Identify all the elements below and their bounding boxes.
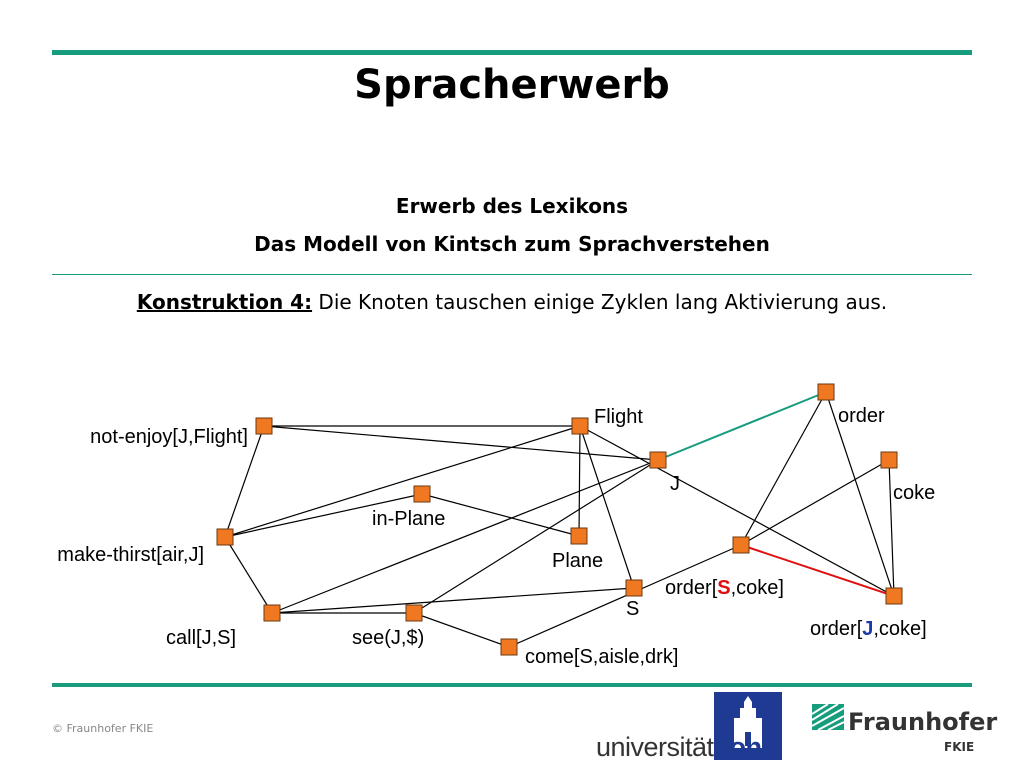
edge-make_thirst-call [224, 536, 273, 614]
node-label-call: call[J,S] [166, 627, 236, 649]
edge-flight-order_j [579, 425, 895, 597]
node-label-s: S [626, 598, 639, 620]
uni-wordmark-regular: universität [596, 732, 714, 762]
subtitle-lexicon: Erwerb des Lexikons [395, 194, 629, 218]
construction-statement: Konstruktion 4: Die Knoten tauschen eini… [0, 290, 1024, 314]
node-come [500, 638, 518, 656]
subtitle-kintsch-model: Das Modell von Kintsch zum Sprachversteh… [254, 232, 770, 256]
node-label-in-plane: in-Plane [372, 508, 445, 530]
node-label-coke: coke [893, 482, 935, 504]
node-make-thirst [216, 528, 234, 546]
node-label-come: come[S,aisle,drk] [525, 646, 678, 668]
edge-not_enjoy-j [263, 425, 659, 461]
node-order-s [732, 536, 750, 554]
edge-j-order [657, 391, 827, 461]
edge-in_plane-plane [421, 493, 580, 537]
edge-order-order_j [825, 391, 895, 597]
node-flight [571, 417, 589, 435]
network-edges [224, 391, 895, 648]
node-see [405, 604, 423, 622]
edge-coke-order_j [888, 459, 895, 597]
node-label-j: J [670, 473, 680, 495]
node-in-plane [413, 485, 431, 503]
node-label-order-s: order[S,coke] [665, 577, 784, 599]
node-order [817, 383, 835, 401]
node-order-j [885, 587, 903, 605]
university-bonn-wordmark: universitätbonn [596, 732, 778, 763]
network-nodes [216, 383, 903, 656]
edge-flight-s [579, 425, 635, 589]
node-label-not-enjoy: not-enjoy[J,Flight] [90, 426, 248, 448]
subtitle-rule [52, 274, 972, 275]
page-title: Spracherwerb [354, 62, 670, 108]
edge-flight-plane [578, 425, 581, 537]
fkie-wordmark: FKIE [944, 740, 975, 754]
bottom-rule [52, 683, 972, 687]
edge-flight-make_thirst [224, 425, 581, 538]
edge-see-come [413, 612, 510, 648]
fraunhofer-logo-icon [812, 704, 844, 730]
node-not-enjoy [255, 417, 273, 435]
edge-j-see [413, 459, 659, 614]
edge-order_s-come [508, 544, 742, 648]
edge-j-call [271, 459, 659, 614]
edge-call-s [271, 587, 635, 614]
node-coke [880, 451, 898, 469]
node-call [263, 604, 281, 622]
uni-wordmark-bold: bonn [713, 732, 778, 762]
copyright-text: © Fraunhofer FKIE [52, 722, 154, 735]
top-rule [52, 50, 972, 55]
university-bonn-logo [714, 692, 782, 760]
node-label-plane: Plane [552, 550, 603, 572]
node-label-make-thirst: make-thirst[air,J] [57, 544, 204, 566]
node-label-flight: Flight [594, 406, 643, 428]
edge-not_enjoy-make_thirst [224, 425, 265, 538]
node-plane [570, 527, 588, 545]
node-label-order-j: order[J,coke] [810, 618, 927, 640]
construction-text: Die Knoten tauschen einige Zyklen lang A… [312, 290, 888, 314]
construction-keyword: Konstruktion 4: [136, 290, 313, 314]
edge-order_s-order_j [740, 544, 895, 597]
edge-coke-order_s [740, 459, 890, 546]
node-j [649, 451, 667, 469]
edge-in_plane-make_thirst [224, 493, 423, 538]
node-s [625, 579, 643, 597]
edge-order-order_s [740, 391, 827, 546]
node-label-order: order [838, 405, 885, 427]
node-label-see: see(J,$) [352, 627, 424, 649]
fraunhofer-wordmark: Fraunhofer [848, 708, 998, 736]
